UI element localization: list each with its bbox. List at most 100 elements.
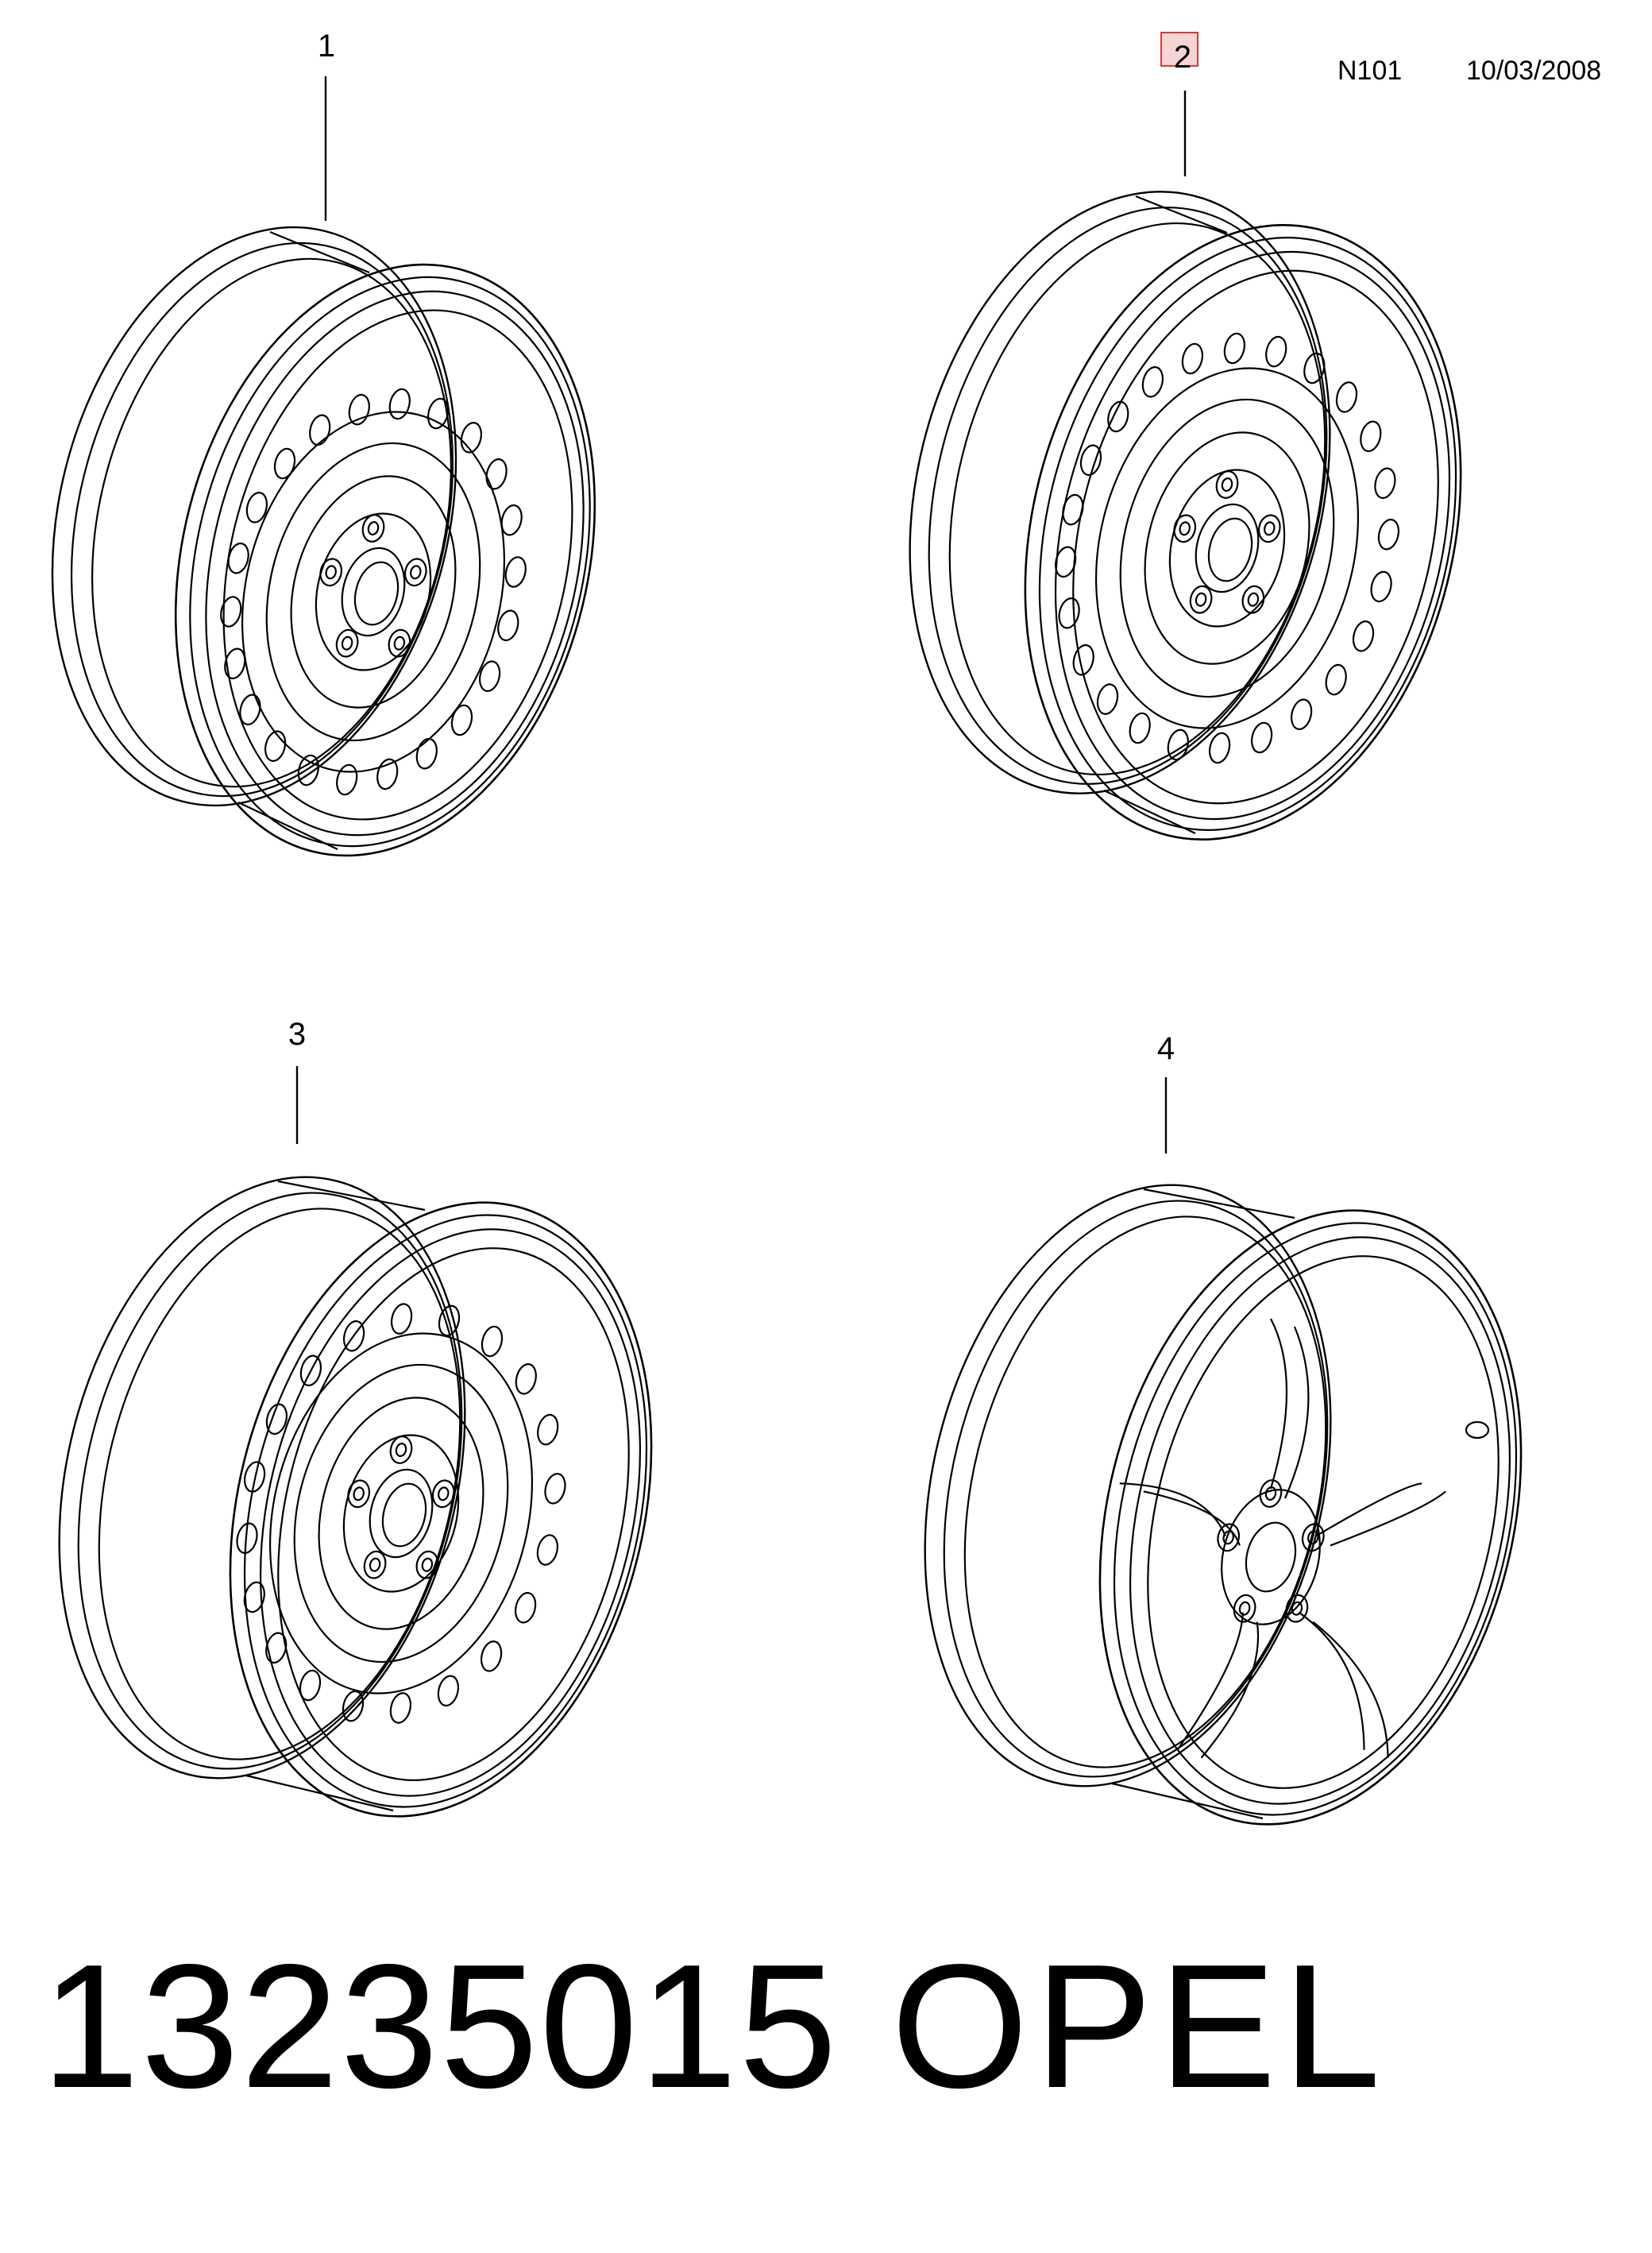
lug-bolt-center — [1221, 477, 1233, 492]
vent-hole — [1325, 663, 1347, 696]
barrel-bottom-line — [245, 1774, 394, 1812]
vent-hole — [1352, 620, 1375, 652]
sheet-date: 10/03/2008 — [1466, 56, 1602, 86]
barrel-top-line — [277, 1180, 426, 1212]
vent-hole — [336, 763, 358, 796]
vent-hole — [1223, 332, 1246, 365]
lug-bolt-center — [410, 565, 422, 580]
vent-hole — [299, 1669, 322, 1702]
front-rim-bead — [1129, 1236, 1511, 1805]
lug-bolt-center — [1264, 1486, 1277, 1501]
front-rim-seat — [277, 1247, 630, 1781]
vent-hole — [515, 1363, 537, 1395]
vent-hole — [537, 1413, 559, 1446]
barrel-top-line — [269, 230, 370, 274]
valve-stem — [1465, 1420, 1490, 1440]
vent-hole — [376, 758, 399, 790]
vent-hole — [243, 1461, 266, 1493]
vent-hole — [309, 414, 331, 446]
lug-bolt-center — [395, 1443, 407, 1457]
lug-bolt — [1257, 514, 1281, 543]
vent-hole — [299, 1355, 322, 1386]
lug-bolt — [415, 1550, 439, 1579]
spoke-edge — [1200, 1621, 1260, 1759]
lug-bolt — [1241, 585, 1265, 614]
sheet-code: N101 — [1337, 56, 1403, 86]
disc-ring-inner — [1144, 431, 1310, 665]
front-rim-outer — [229, 1201, 653, 1818]
vent-hole — [227, 542, 249, 574]
front-rim-flange — [243, 1214, 648, 1808]
vent-hole — [1290, 698, 1313, 730]
vent-hole — [390, 1303, 413, 1335]
disc-ring-outer — [1094, 367, 1360, 729]
lug-bolt-center — [1222, 1530, 1234, 1545]
back-rim-outer — [924, 1184, 1332, 1787]
center-bore-outer — [1245, 1521, 1297, 1593]
spoke-edge — [1269, 1318, 1288, 1490]
spoke-edge — [1312, 1621, 1389, 1758]
barrel-bottom-line — [237, 802, 338, 850]
vent-hole — [1208, 732, 1231, 764]
front-rim-outer — [1024, 224, 1462, 841]
vent-hole — [1054, 546, 1077, 578]
lug-bolt — [347, 1479, 371, 1509]
spoke-edge — [1330, 1490, 1446, 1547]
vent-hole — [480, 1640, 503, 1672]
lug-bolt — [1285, 1594, 1309, 1623]
back-rim-outer — [58, 1176, 466, 1780]
vent-hole — [1079, 444, 1102, 476]
vent-hole — [1377, 518, 1400, 551]
back-rim-lip — [963, 1215, 1327, 1768]
vent-hole — [265, 1632, 288, 1664]
lug-bolt — [388, 628, 411, 658]
vent-hole — [1370, 570, 1392, 603]
lug-bolt — [1173, 514, 1197, 543]
front-rim-bead — [1054, 250, 1451, 821]
center-bore-inner — [353, 561, 399, 626]
lug-bolt — [319, 558, 343, 587]
back-rim-inner — [70, 242, 454, 798]
vent-hole — [438, 1304, 461, 1337]
front-rim-flange — [189, 276, 591, 848]
vent-hole — [415, 737, 438, 770]
barrel-top-line — [1135, 195, 1228, 234]
hub-flange — [315, 512, 432, 671]
lug-bolt-center — [1264, 521, 1276, 536]
back-rim-lip — [91, 257, 452, 788]
front-rim-outer — [174, 263, 596, 857]
vent-hole — [243, 1581, 265, 1613]
disc-ring-mid — [265, 442, 481, 742]
spoke-edge — [1176, 1612, 1244, 1751]
back-rim-outer — [51, 226, 457, 807]
vent-hole — [460, 422, 483, 454]
wheel-3 — [58, 1176, 653, 1818]
callout-2: 2 — [1173, 40, 1192, 75]
wheel-4 — [924, 1184, 1523, 1826]
lug-bolt-center — [353, 1486, 365, 1501]
lug-bolt-center — [1307, 1530, 1319, 1545]
lug-bolt — [1259, 1479, 1283, 1508]
brand-name: OPEL — [891, 1928, 1388, 2125]
back-rim-lip — [98, 1208, 461, 1760]
vent-hole — [342, 1320, 365, 1352]
lug-bolt — [1217, 1523, 1241, 1552]
lug-bolt-center — [369, 1557, 381, 1572]
hub-flange — [1221, 1489, 1321, 1625]
vent-hole — [1072, 643, 1094, 676]
vent-hole — [224, 647, 246, 680]
lug-bolt-center — [325, 565, 337, 580]
back-rim-outer — [909, 191, 1331, 794]
vent-hole — [265, 1403, 288, 1436]
vent-hole — [1250, 721, 1273, 754]
lug-bolt-center — [1179, 521, 1191, 536]
vent-hole — [1107, 400, 1129, 433]
lug-bolt — [389, 1436, 413, 1464]
center-bore-inner — [1207, 517, 1253, 582]
lug-bolt — [1215, 470, 1239, 499]
lug-bolt-center — [341, 636, 353, 651]
disc-ring-mid — [1119, 398, 1335, 698]
vent-hole — [504, 556, 527, 588]
lug-bolt — [363, 1550, 387, 1579]
disc-ring-inner — [318, 1397, 484, 1630]
